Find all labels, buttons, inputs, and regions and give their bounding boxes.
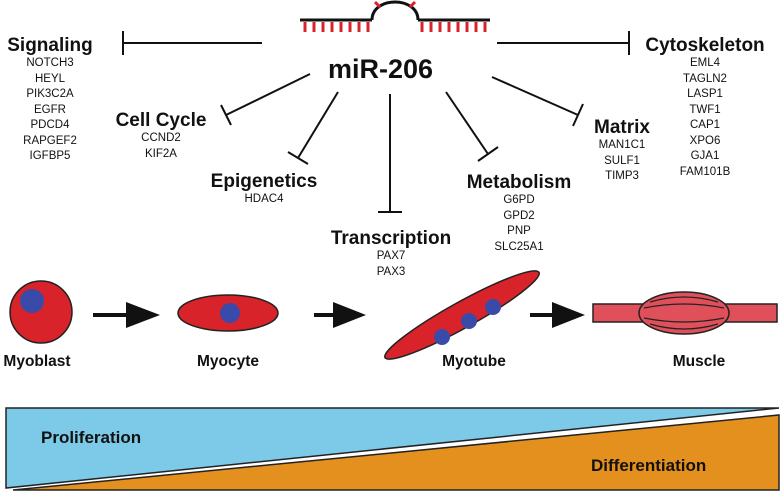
myotube-cell bbox=[384, 270, 540, 360]
group-title-matrix: Matrix bbox=[594, 117, 650, 138]
inhibition-cell-cycle bbox=[220, 73, 311, 126]
arrow-myotube-to-muscle bbox=[530, 302, 585, 328]
differentiation-wedge bbox=[12, 414, 780, 491]
group-metabolism: Metabolism G6PD GPD2 PNP SLC25A1 bbox=[467, 172, 572, 255]
gene-label: CCND2 bbox=[141, 132, 181, 144]
group-title-metabolism: Metabolism bbox=[466, 172, 572, 193]
inhibition-metabolism bbox=[445, 91, 499, 162]
stage-label-myocyte: Myocyte bbox=[196, 353, 260, 370]
gene-label: FAM101B bbox=[679, 165, 731, 178]
group-title-signaling: Signaling bbox=[7, 35, 93, 56]
gene-label: GJA1 bbox=[690, 150, 720, 162]
stage-label-muscle: Muscle bbox=[672, 353, 726, 370]
gene-list-transcription: PAX7 PAX3 bbox=[331, 249, 451, 280]
inhibition-matrix bbox=[491, 76, 584, 127]
gene-label: PNP bbox=[507, 225, 531, 237]
gene-list-signaling: NOTCH3 HEYL PIK3C2A EGFR PDCD4 RAPGEF2 I… bbox=[7, 56, 93, 165]
gene-label: RAPGEF2 bbox=[23, 134, 77, 147]
gene-label: PDCD4 bbox=[30, 119, 70, 131]
arrow-myocyte-to-myotube bbox=[314, 302, 366, 328]
inhibition-transcription bbox=[378, 94, 402, 213]
gene-label: SLC25A1 bbox=[494, 240, 544, 253]
proliferation-wedge bbox=[5, 407, 780, 489]
group-title-cytoskeleton: Cytoskeleton bbox=[645, 35, 765, 56]
gene-label: MAN1C1 bbox=[598, 139, 646, 151]
mirna-label: miR-206 bbox=[328, 54, 434, 84]
inhibition-signaling bbox=[122, 31, 262, 55]
inhibition-cytoskeleton bbox=[497, 31, 630, 55]
gene-label: HDAC4 bbox=[244, 193, 284, 205]
group-matrix: Matrix MAN1C1 SULF1 TIMP3 bbox=[594, 117, 650, 185]
stage-label-myotube: Myotube bbox=[442, 353, 506, 370]
gene-label: LASP1 bbox=[687, 88, 723, 100]
gene-label: GPD2 bbox=[503, 209, 535, 222]
muscle-fiber bbox=[592, 291, 778, 335]
group-cytoskeleton: Cytoskeleton EML4 TAGLN2 LASP1 TWF1 CAP1… bbox=[645, 35, 764, 180]
myoblast-cell bbox=[9, 280, 73, 344]
gene-label: SULF1 bbox=[604, 154, 640, 167]
differentiation-label: Differentiation bbox=[591, 456, 707, 475]
gene-label: G6PD bbox=[503, 194, 535, 206]
gene-label: TWF1 bbox=[689, 103, 721, 116]
myocyte-cell bbox=[177, 294, 279, 332]
gene-list-cell-cycle: CCND2 KIF2A bbox=[116, 131, 207, 162]
group-title-epigenetics: Epigenetics bbox=[210, 171, 318, 192]
gene-label: TIMP3 bbox=[605, 170, 639, 182]
group-title-cell-cycle: Cell Cycle bbox=[115, 110, 207, 131]
gene-label: PAX7 bbox=[376, 250, 406, 262]
gene-label: EML4 bbox=[689, 57, 721, 69]
gene-list-metabolism: G6PD GPD2 PNP SLC25A1 bbox=[467, 193, 572, 255]
gene-label: HEYL bbox=[34, 72, 66, 85]
group-cell-cycle: Cell Cycle CCND2 KIF2A bbox=[116, 110, 207, 162]
proliferation-label: Proliferation bbox=[41, 428, 142, 447]
group-epigenetics: Epigenetics HDAC4 bbox=[211, 171, 318, 208]
gene-label: PAX3 bbox=[376, 265, 406, 278]
group-signaling: Signaling NOTCH3 HEYL PIK3C2A EGFR PDCD4… bbox=[7, 35, 93, 165]
group-title-transcription: Transcription bbox=[330, 228, 452, 249]
gene-list-epigenetics: HDAC4 bbox=[211, 192, 318, 208]
gene-label: EGFR bbox=[34, 103, 66, 116]
gene-label: XPO6 bbox=[689, 134, 721, 147]
gene-label: KIF2A bbox=[145, 147, 177, 160]
group-transcription: Transcription PAX7 PAX3 bbox=[331, 228, 451, 280]
mirna-hairpin-icon bbox=[300, 0, 490, 32]
arrow-myoblast-to-myocyte bbox=[93, 302, 160, 328]
inhibition-epigenetics bbox=[287, 91, 339, 165]
gene-label: TAGLN2 bbox=[683, 72, 727, 85]
gene-label: IGFBP5 bbox=[29, 150, 71, 162]
gene-label: NOTCH3 bbox=[26, 57, 74, 69]
base-pair-tick bbox=[408, 0, 417, 9]
base-pair-tick bbox=[373, 0, 382, 9]
gene-label: CAP1 bbox=[689, 119, 721, 131]
gene-label: PIK3C2A bbox=[26, 88, 74, 100]
stage-label-myoblast: Myoblast bbox=[3, 353, 71, 370]
gene-list-matrix: MAN1C1 SULF1 TIMP3 bbox=[594, 138, 650, 185]
gene-list-cytoskeleton: EML4 TAGLN2 LASP1 TWF1 CAP1 XPO6 GJA1 FA… bbox=[645, 56, 764, 180]
